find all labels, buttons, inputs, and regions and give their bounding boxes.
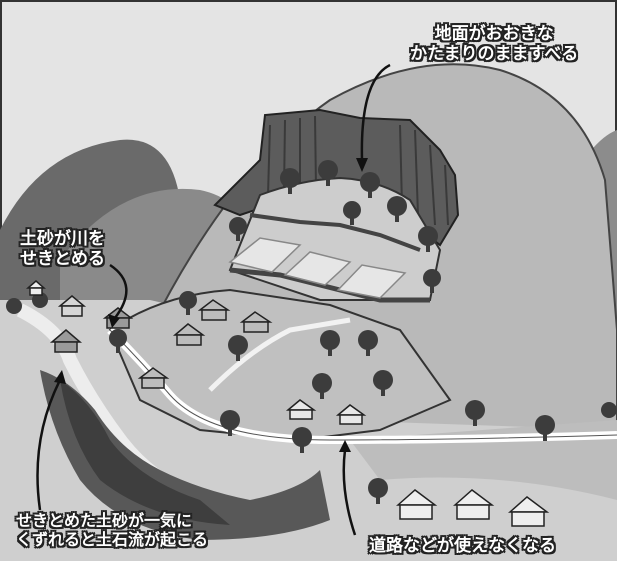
arrowheads: [54, 158, 368, 452]
branch-road: [208, 317, 351, 392]
arrow-road: [342, 449, 357, 536]
arrow-river: [109, 263, 128, 319]
cliff-stripes: [267, 115, 449, 226]
callout-sliding-ground: 地面がおおきな かたまりのまますべる: [410, 24, 578, 64]
callout-river-dammed: 土砂が川を せきとめる: [20, 229, 105, 269]
arrowhead-debris: [54, 370, 66, 384]
callout-debris-flow-line2: くずれると土石流が起こる: [16, 529, 209, 549]
callout-sliding-ground-line1: 地面がおおきな: [434, 24, 554, 44]
debris-flow-dark: [60, 380, 230, 525]
trees: [6, 160, 617, 504]
arrow-debris: [36, 379, 62, 511]
rice-fields: [228, 237, 407, 299]
callout-arrows: [36, 63, 391, 536]
callout-river-dammed-line1: 土砂が川を: [20, 229, 105, 249]
callout-road-unusable: 道路などが使えなくなる: [369, 536, 556, 556]
sliding-block-lower: [108, 288, 452, 442]
callout-debris-flow: せきとめた土砂が一気に くずれると土石流が起こる: [16, 511, 209, 550]
crack-1: [249, 213, 421, 252]
callout-debris-flow-line1: せきとめた土砂が一気に: [16, 511, 193, 530]
callout-road-unusable-text: 道路などが使えなくなる: [369, 536, 556, 556]
houses: [26, 280, 550, 527]
arrowhead-top: [356, 158, 368, 172]
callout-river-dammed-line2: せきとめる: [20, 249, 105, 270]
arrowhead-road: [339, 440, 351, 452]
arrow-top: [360, 63, 391, 161]
callout-sliding-ground-line2: かたまりのまますべる: [410, 44, 579, 65]
arrowhead-river: [108, 314, 120, 328]
debris-flow: [40, 370, 330, 540]
